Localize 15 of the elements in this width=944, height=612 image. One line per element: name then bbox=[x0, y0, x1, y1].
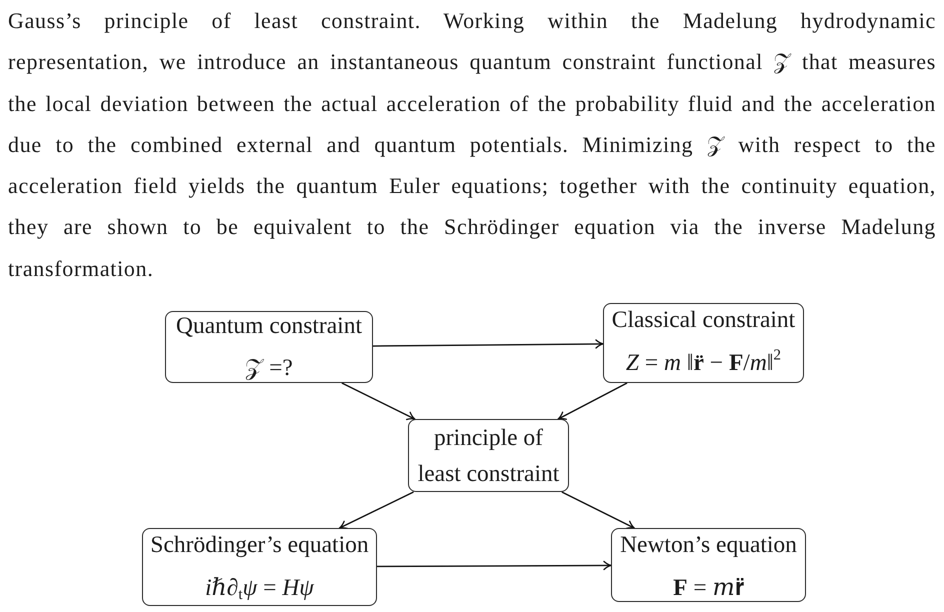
box-heading: Schrödinger’s equation bbox=[150, 532, 369, 558]
concept-box bbox=[603, 303, 804, 383]
body-paragraph: Gauss’s principle of least constraint. Working within the Madelung hydrodynamic representation, we introduce an instantaneous quantum constraint functional 𝒵 that measures the local deviation between the actual acceleration of the probability fluid and the acceleration due to the combined external and quantum potentials. Minimizing 𝒵 with respect to the acceleration field yields the quantum Euler equations; together with the continuity equation, they are shown to be equivalent to the Schrödinger equation via the inverse Madelung transformation. bbox=[8, 7, 936, 283]
concept-box bbox=[142, 528, 377, 606]
concept-box bbox=[408, 419, 569, 492]
box-heading: Quantum constraint bbox=[176, 313, 362, 339]
concept-box bbox=[165, 311, 373, 383]
formula: Z = m ‖r̈ − F/m‖$^{2}$ bbox=[626, 350, 782, 376]
box-heading: Newton’s equation bbox=[620, 532, 797, 558]
formula: iℏ∂$_{t}$ψ = Hψ bbox=[205, 575, 314, 601]
formula: 𝒵 =? bbox=[245, 355, 293, 381]
concept-box bbox=[611, 528, 806, 602]
box-heading: Classical constraint bbox=[612, 307, 796, 333]
formula: F = 𝑚𝐫̈ bbox=[673, 575, 744, 601]
box-label: principle of least constraint bbox=[416, 424, 560, 489]
